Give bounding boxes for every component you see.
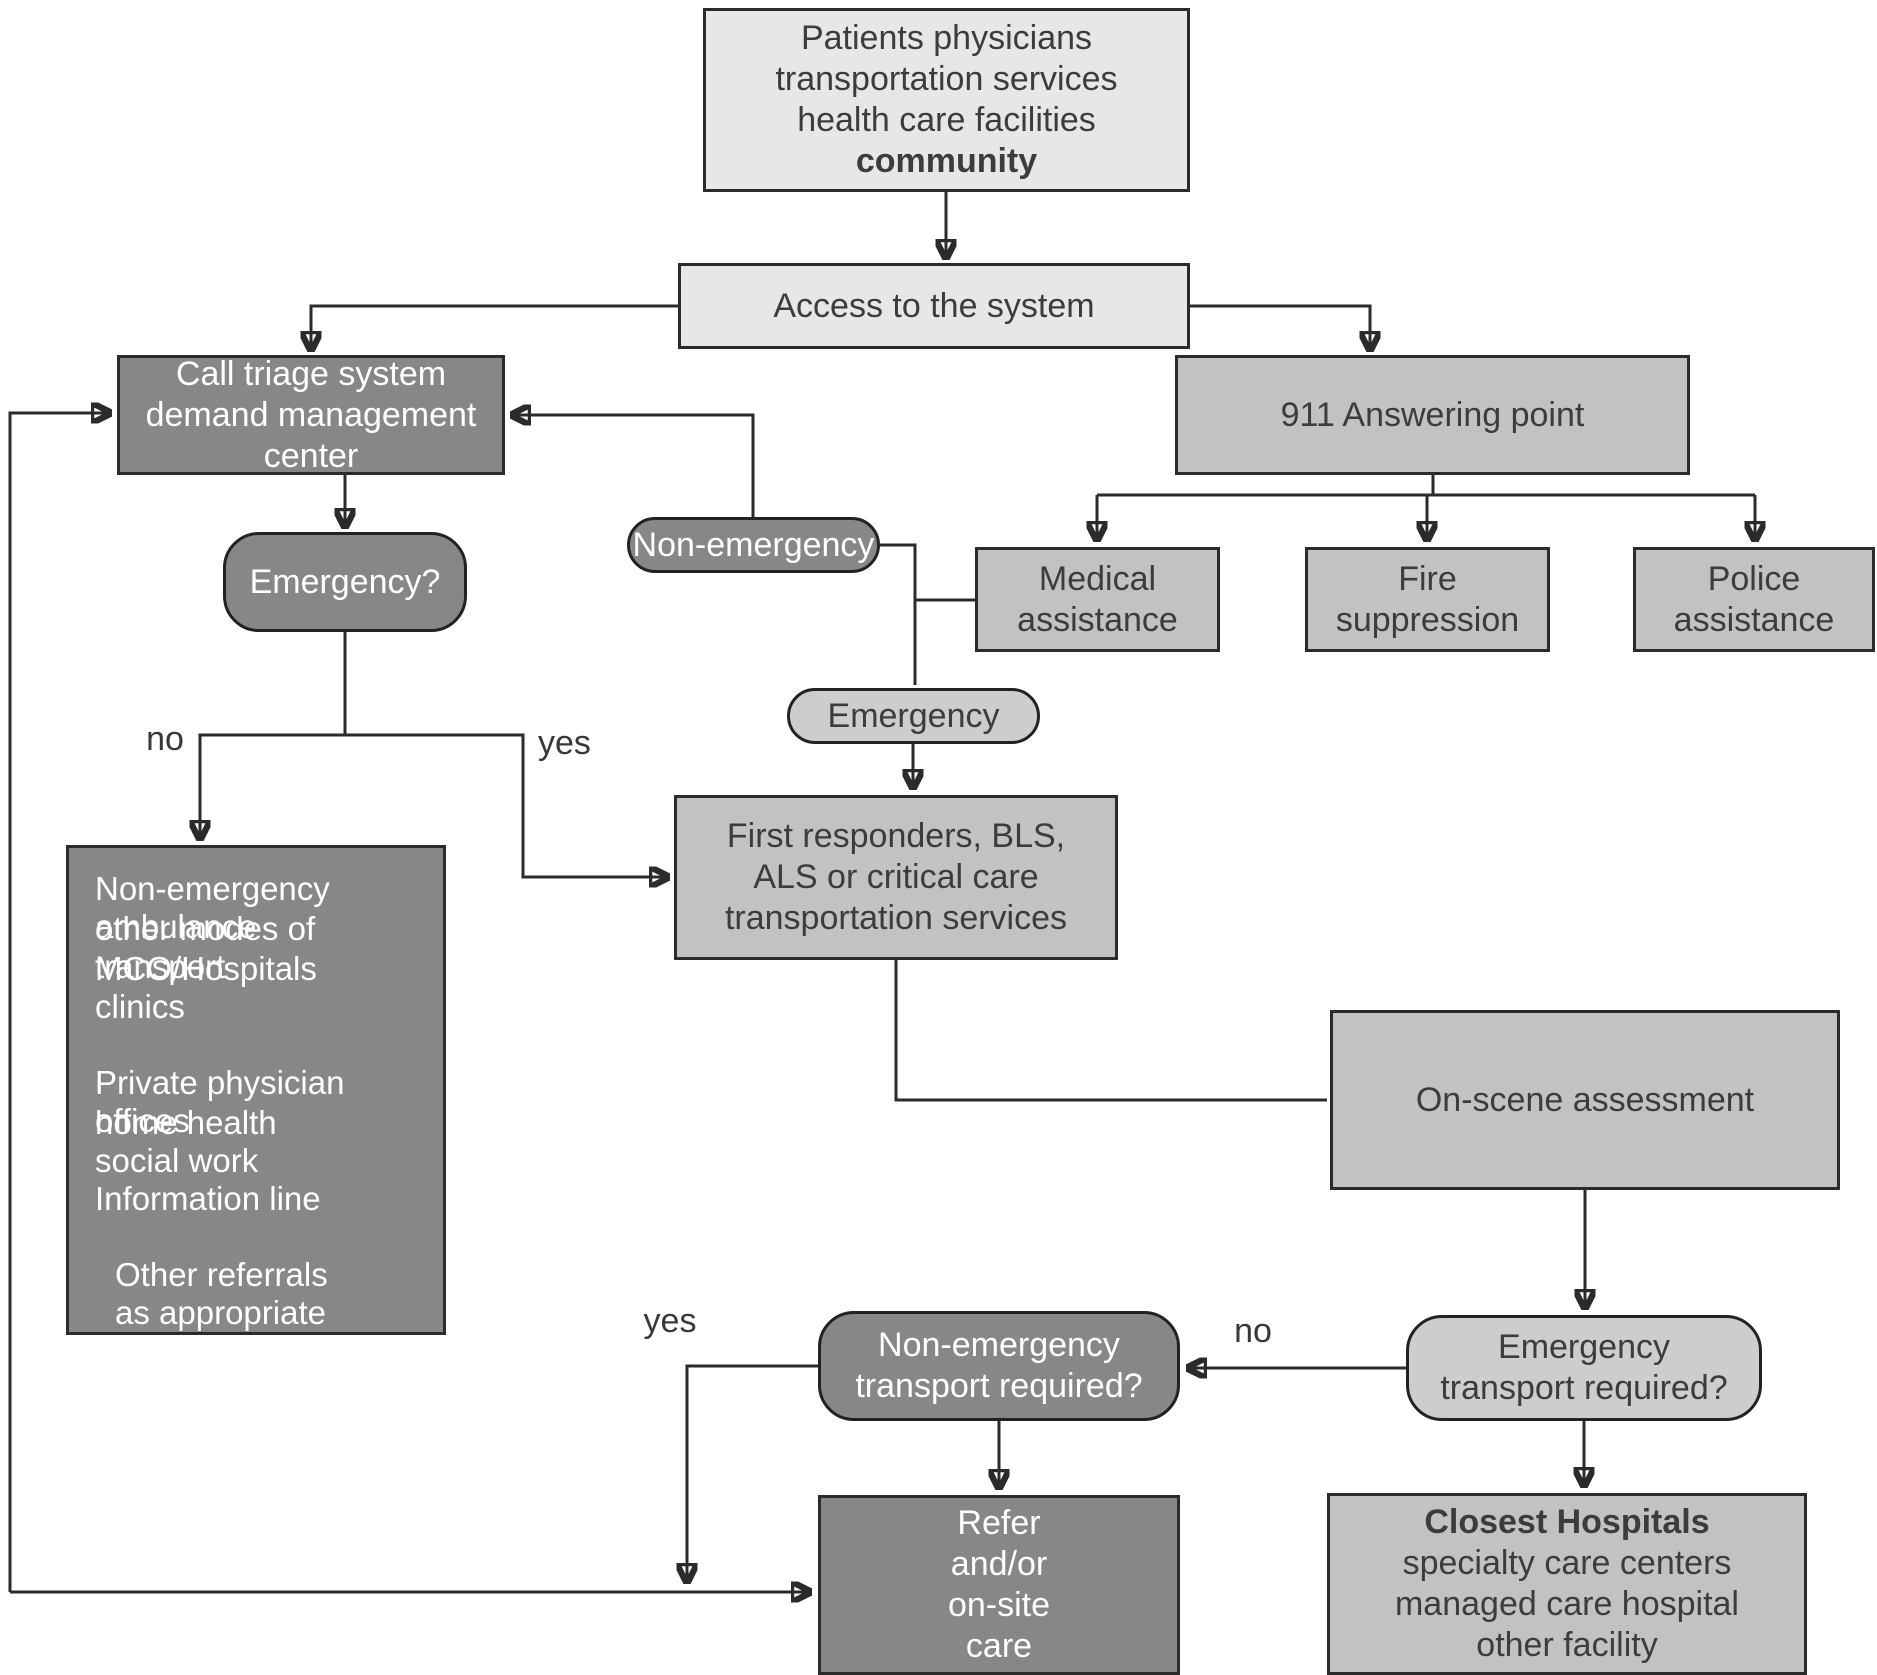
- node-first-responders-line: First responders, BLS,: [726, 817, 1066, 855]
- edge-ne-transport-yes-branch: [687, 1364, 818, 1582]
- edge-feedback-spine-to-call-triage: [8, 413, 110, 1592]
- node-refer-on-site-care: Refer and/or on-site care: [818, 1495, 1180, 1675]
- edge-emergency-no-branch: [200, 733, 345, 839]
- node-non-emergency-resources: Non-emergency ambulance other modes of t…: [66, 845, 446, 1335]
- node-community-line: community: [855, 142, 1038, 180]
- node-hospitals-line: Closest Hospitals: [1424, 1503, 1710, 1541]
- node-police-assistance: Police assistance: [1633, 547, 1875, 652]
- node-on-scene-assessment: On-scene assessment: [1330, 1010, 1840, 1190]
- node-hospitals-line: specialty care centers: [1402, 1544, 1732, 1582]
- edge-label-e-transport-no: no: [1234, 1312, 1272, 1350]
- node-emergency-pill: Emergency: [787, 688, 1040, 744]
- node-first-responders-line: transportation services: [724, 899, 1068, 937]
- edge-label-emergency-no: no: [146, 720, 184, 758]
- node-non-emergency-pill: Non-emergency: [627, 517, 880, 573]
- edge-label-ne-transport-yes: yes: [643, 1302, 697, 1340]
- node-access-to-system: Access to the system: [678, 263, 1190, 349]
- node-refer-line: on-site: [947, 1586, 1051, 1624]
- node-resources-line: home health: [95, 1104, 277, 1141]
- node-police-line: Police: [1707, 559, 1801, 598]
- node-refer-line: care: [965, 1627, 1033, 1665]
- node-hospitals-line: managed care hospital: [1394, 1585, 1739, 1623]
- node-non-emergency-label: Non-emergency: [632, 525, 875, 564]
- node-call-triage-line: Call triage system: [175, 354, 447, 393]
- node-emergency-question-label: Emergency?: [249, 562, 441, 601]
- node-medical-line: assistance: [1017, 600, 1178, 639]
- node-fire-suppression: Fire suppression: [1305, 547, 1550, 652]
- node-police-line: assistance: [1673, 600, 1835, 639]
- node-resources-line: as appropriate: [115, 1294, 326, 1331]
- node-e-transport-line: transport required?: [1440, 1369, 1728, 1407]
- node-refer-line: Refer: [957, 1504, 1041, 1542]
- node-emergency-pill-label: Emergency: [827, 696, 1000, 735]
- node-call-triage: Call triage system demand management cen…: [117, 355, 505, 475]
- node-call-triage-line: demand management center: [145, 395, 477, 475]
- edge-access-to-911: [1190, 304, 1370, 350]
- edge-junction-to-emergency-pill: [880, 543, 917, 685]
- node-resources-line: social work: [95, 1142, 259, 1179]
- node-fire-line: Fire: [1398, 559, 1457, 598]
- node-non-emergency-transport-question: Non-emergency transport required?: [818, 1311, 1180, 1421]
- node-first-responders-line: ALS or critical care: [753, 858, 1039, 896]
- edge-access-to-call-triage: [311, 304, 678, 350]
- node-medical-assistance: Medical assistance: [975, 547, 1220, 652]
- node-ne-transport-line: Non-emergency: [878, 1326, 1120, 1364]
- node-closest-hospitals: Closest Hospitals specialty care centers…: [1327, 1493, 1807, 1675]
- edge-non-emergency-to-call-triage: [512, 415, 755, 517]
- node-resources-line: Private physician offices: [95, 1064, 345, 1139]
- node-emergency-transport-question: Emergency transport required?: [1406, 1315, 1762, 1421]
- node-access-label: Access to the system: [773, 286, 1095, 325]
- node-community: Patients physicians transportation servi…: [703, 8, 1190, 192]
- node-resources-line: other modes of transport: [95, 910, 316, 985]
- node-on-scene-label: On-scene assessment: [1415, 1080, 1755, 1119]
- node-first-responders: First responders, BLS, ALS or critical c…: [674, 795, 1118, 960]
- edge-label-emergency-yes: yes: [538, 724, 591, 762]
- node-resources-line: Other referrals: [115, 1256, 328, 1293]
- node-resources-line: clinics: [95, 988, 185, 1025]
- node-community-line: Patients physicians: [800, 19, 1093, 57]
- node-resources-line: Non-emergency ambulance: [95, 870, 330, 945]
- edge-first-responders-to-on-scene: [894, 960, 1327, 1102]
- edge-emergency-yes-branch: [345, 733, 668, 877]
- node-community-line: health care facilities: [797, 101, 1096, 139]
- node-911-answering-point: 911 Answering point: [1175, 355, 1690, 475]
- node-fire-line: suppression: [1335, 600, 1520, 639]
- node-911-label: 911 Answering point: [1280, 395, 1585, 434]
- node-hospitals-line: other facility: [1476, 1626, 1658, 1664]
- node-emergency-question: Emergency?: [223, 532, 467, 632]
- node-ne-transport-line: transport required?: [855, 1367, 1143, 1405]
- node-medical-line: Medical: [1038, 559, 1157, 598]
- node-resources-line: MCO/Hospitals: [95, 950, 317, 987]
- node-e-transport-line: Emergency: [1498, 1328, 1670, 1366]
- node-resources-line: Information line: [95, 1180, 321, 1217]
- node-refer-line: and/or: [950, 1545, 1048, 1583]
- node-community-line: transportation services: [775, 60, 1118, 98]
